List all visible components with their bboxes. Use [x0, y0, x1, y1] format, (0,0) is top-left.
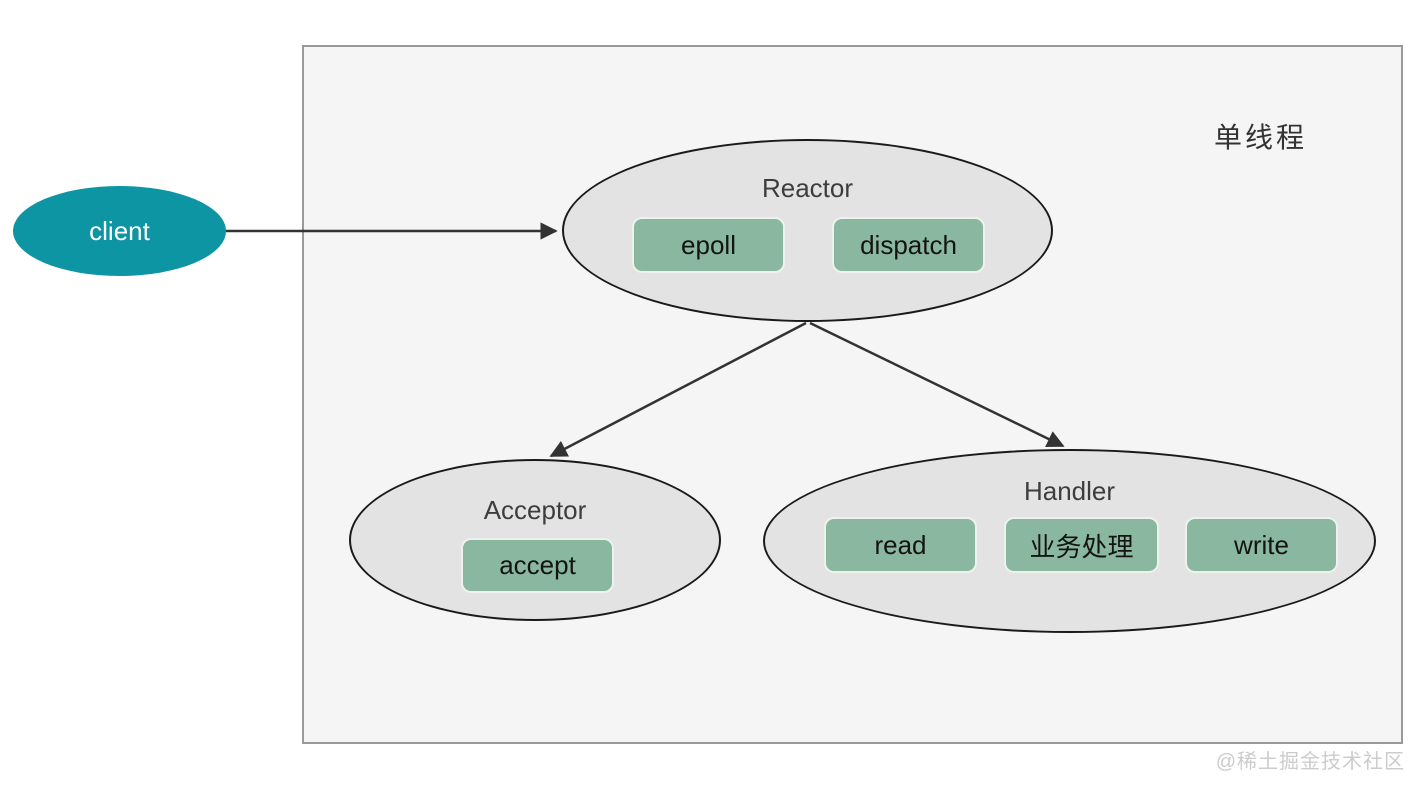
write-chip-label: write: [1234, 529, 1289, 560]
acceptor-node-label: Acceptor: [483, 495, 587, 525]
acceptor-node: Acceptor accept: [349, 459, 721, 621]
accept-chip-label: accept: [499, 550, 576, 580]
handler-node-label: Handler: [1023, 476, 1116, 506]
reactor-node: Reactor epoll dispatch: [562, 139, 1053, 322]
read-chip: read: [824, 517, 977, 573]
write-chip: write: [1185, 517, 1338, 573]
read-chip-label: read: [874, 529, 927, 560]
thread-mode-label: 单线程: [1214, 122, 1308, 153]
business-process-chip-label: 业务处理: [1029, 531, 1134, 562]
epoll-chip-label: epoll: [681, 229, 736, 260]
epoll-chip: epoll: [632, 217, 785, 273]
dispatch-chip-label: dispatch: [860, 229, 957, 260]
client-node-label: client: [89, 215, 150, 246]
watermark: @稀土掘金技术社区: [1215, 751, 1405, 773]
accept-chip: accept: [461, 538, 614, 593]
client-node: client: [13, 186, 226, 276]
dispatch-chip: dispatch: [832, 217, 985, 273]
handler-node: Handler read 业务处理 write: [763, 449, 1376, 633]
business-process-chip: 业务处理: [1004, 517, 1159, 573]
reactor-node-label: Reactor: [761, 173, 854, 203]
